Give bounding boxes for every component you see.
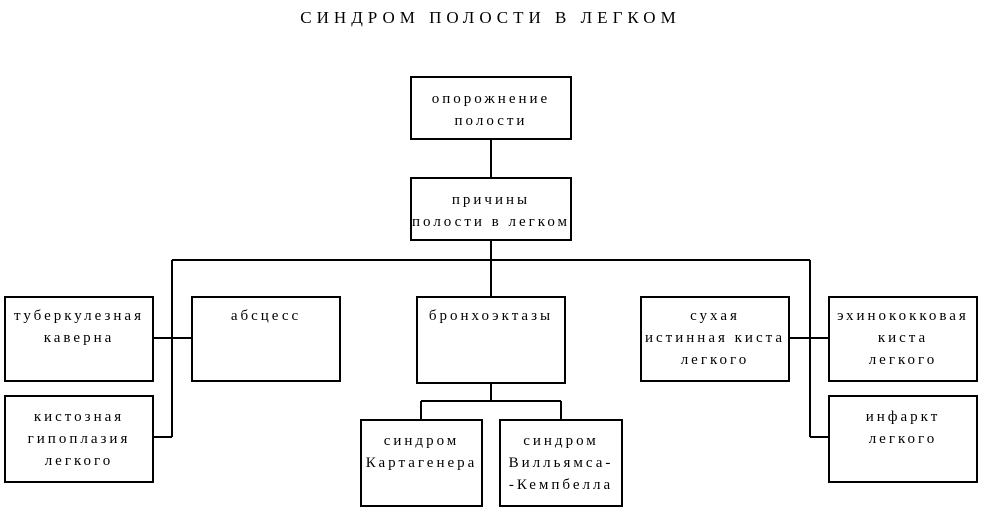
node-dry-cyst-line-3: легкого (680, 352, 750, 368)
node-infarction: инфаркт легкого (828, 395, 978, 483)
node-williams-campbell: синдром Вилльямса- -Кемпбелла (499, 419, 623, 507)
node-kartagener: синдром Картагенера (360, 419, 483, 507)
node-emptying-line-2: полости (454, 113, 528, 129)
node-abscess: абсцесс (191, 296, 341, 382)
node-kartagener-line-1: синдром (383, 433, 460, 449)
diagram-title: СИНДРОМ ПОЛОСТИ В ЛЕГКОМ (300, 8, 681, 27)
node-echinococcal-line-1: эхинококковая (837, 308, 969, 324)
node-hypoplasia-line-3: легкого (44, 453, 114, 469)
node-causes: причины полости в легком (410, 177, 572, 241)
node-causes-line-1: причины (451, 192, 531, 208)
node-echinococcal-line-2: киста (877, 330, 929, 346)
node-hypoplasia-line-2: гипоплазия (27, 431, 131, 447)
node-bronchiectasis: бронхоэктазы (416, 296, 566, 384)
node-infarction-line-2: легкого (868, 431, 938, 447)
node-dry-cyst-line-1: сухая (690, 308, 740, 324)
node-echinococcal-line-3: легкого (868, 352, 938, 368)
node-bronchiectasis-line-1: бронхоэктазы (428, 308, 554, 324)
node-williams-line-1: синдром (523, 433, 599, 449)
node-emptying: опорожнение полости (410, 76, 572, 140)
node-kartagener-line-2: Картагенера (365, 455, 478, 471)
node-echinococcal-cyst: эхинококковая киста легкого (828, 296, 978, 382)
node-abscess-line-1: абсцесс (230, 308, 302, 324)
node-causes-line-2: полости в легком (411, 214, 571, 230)
node-williams-line-3: -Кемпбелла (508, 477, 614, 493)
node-tuberculous-line-2: каверна (43, 330, 115, 346)
node-hypoplasia-line-1: кистозная (33, 409, 125, 425)
node-infarction-line-1: инфаркт (865, 409, 941, 425)
node-cystic-hypoplasia: кистозная гипоплазия легкого (4, 395, 154, 483)
node-emptying-line-1: опорожнение (431, 91, 551, 107)
node-williams-line-2: Вилльямса- (508, 455, 614, 471)
node-tuberculous-line-1: туберкулезная (13, 308, 144, 324)
node-tuberculous-cavern: туберкулезная каверна (4, 296, 154, 382)
node-dry-cyst-line-2: истинная киста (645, 330, 785, 346)
node-dry-true-cyst: сухая истинная киста легкого (640, 296, 790, 382)
